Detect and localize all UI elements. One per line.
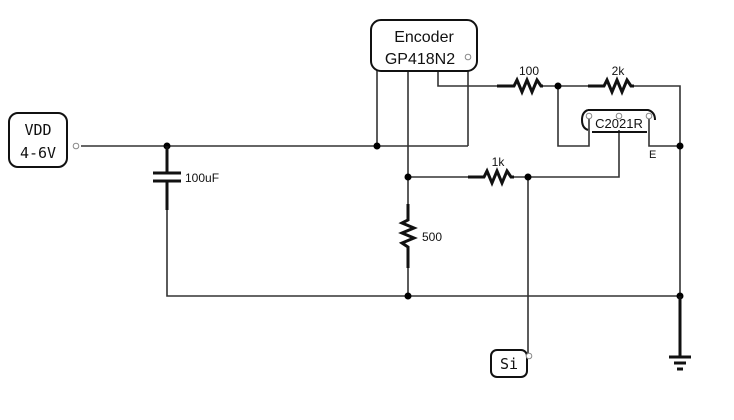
transistor-emitter-label: E [649,149,656,161]
transistor-pin-emitter[interactable] [645,112,653,120]
junction-dot [554,82,562,90]
resistor-500-label: 500 [422,230,442,244]
vdd-box[interactable] [8,112,68,168]
signal-box[interactable] [490,349,528,378]
transistor-body-left [580,109,589,131]
resistor-500-zigzag [398,204,418,268]
resistor-100[interactable]: 100 [497,64,543,96]
junction-dot [524,173,532,181]
capacitor-label: 100uF [185,171,219,185]
resistor-2k-label: 2k [612,64,626,78]
vdd-label-line1: VDD [24,121,51,139]
transistor-c2021r[interactable]: C2021R E [580,109,656,161]
r1k-right-wire [514,130,620,178]
encoder-pin-4[interactable] [464,53,472,61]
resistor-500[interactable]: 500 [398,204,442,268]
encoder-label-line1: Encoder [394,29,454,46]
wires [81,58,681,356]
resistor-1k[interactable]: 1k [468,155,514,187]
junction-dot [373,142,381,150]
bottom-rail-wire [166,210,680,297]
resistor-2k-zigzag [588,76,634,96]
capacitor-100uf[interactable]: 100uF [153,146,219,210]
signal-label: Si [500,355,518,373]
junction-dot [404,173,412,181]
junction-dot [676,142,684,150]
resistor-100-label: 100 [519,64,539,78]
emitter-wire [648,118,680,147]
encoder-box[interactable] [370,19,478,72]
resistor-2k[interactable]: 2k [588,64,634,96]
signal-output[interactable]: Si [490,349,533,378]
ground [669,296,691,371]
resistor-1k-zigzag [468,167,514,187]
transistor-pin-collector[interactable] [585,112,593,120]
resistor-100-zigzag [497,76,543,96]
encoder-ic[interactable]: Encoder GP418N2 [370,19,478,72]
transistor-body-top [588,109,656,121]
signal-pin[interactable] [525,352,533,360]
vdd-pin[interactable] [72,142,80,150]
encoder-label-line2: GP418N2 [385,51,455,68]
node-to-transistor-wire [557,86,590,147]
transistor-pin-base[interactable] [615,112,623,120]
junction-dot [404,292,412,300]
r2k-to-right-rail-wire [634,85,681,146]
vdd-source[interactable]: VDD 4-6V [8,112,80,168]
transistor-label: C2021R [595,116,643,131]
vdd-label-line2: 4-6V [20,144,56,162]
resistor-1k-label: 1k [492,155,506,169]
